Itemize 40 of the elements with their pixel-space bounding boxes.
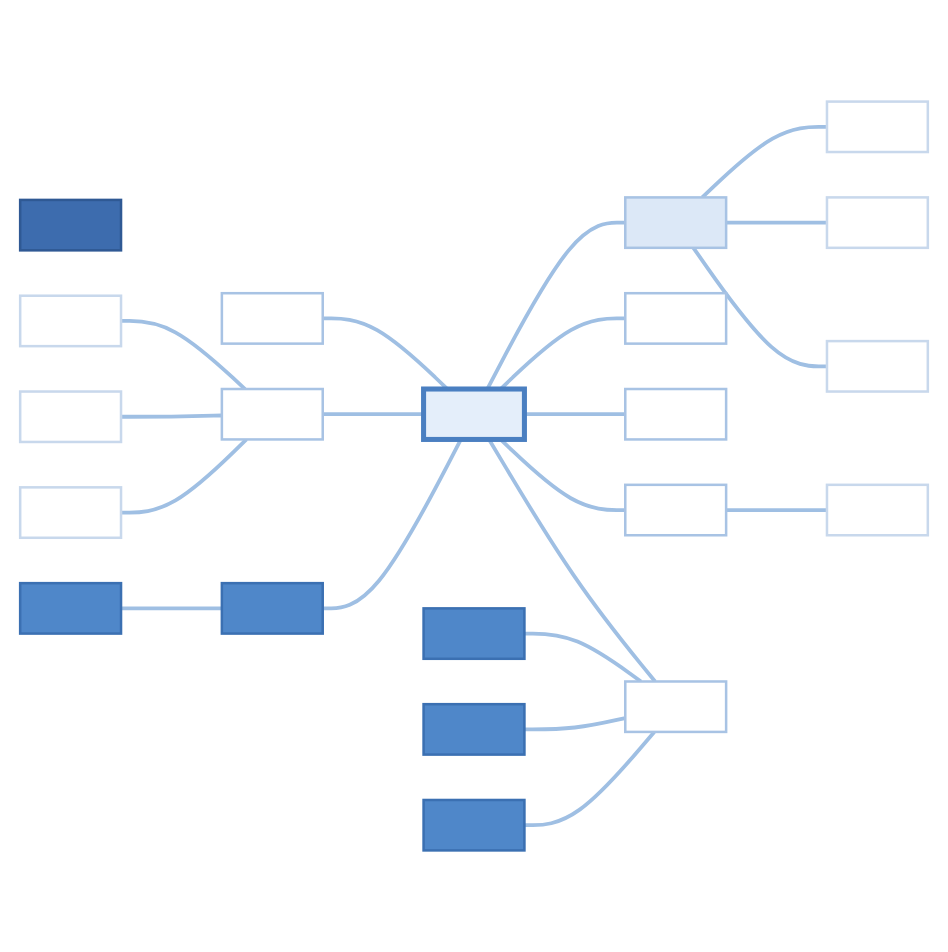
node-box (825, 339, 930, 393)
node-box (18, 198, 123, 252)
node-box (624, 483, 728, 537)
connector (726, 220, 827, 225)
node-box (18, 390, 123, 444)
connector (524, 730, 656, 828)
node-box (422, 607, 526, 661)
connector (322, 316, 449, 391)
node-box (18, 581, 123, 635)
connector (121, 606, 222, 611)
connector (121, 413, 222, 419)
node-box (624, 387, 728, 441)
node-box (825, 196, 930, 250)
connector (726, 508, 827, 512)
connector (499, 438, 626, 512)
node-box (220, 291, 324, 345)
node-box (421, 386, 527, 442)
connector (121, 319, 247, 391)
connector (524, 631, 643, 683)
node-box (18, 486, 123, 540)
connector (524, 412, 626, 417)
node-box (18, 294, 123, 348)
node-box (825, 483, 930, 537)
connector (691, 246, 827, 369)
node-box (422, 702, 526, 756)
connector (487, 438, 657, 683)
node-box (220, 387, 324, 441)
connector (700, 124, 827, 199)
connector (121, 438, 248, 515)
node-box (220, 581, 324, 635)
connector (499, 316, 626, 391)
node-box (624, 196, 728, 250)
node-box (422, 798, 526, 852)
connector (322, 438, 463, 611)
node-box (825, 100, 930, 154)
node-box (624, 680, 728, 734)
connector (524, 716, 626, 732)
connector (322, 412, 424, 417)
connector (485, 220, 626, 390)
node-box (624, 291, 728, 345)
